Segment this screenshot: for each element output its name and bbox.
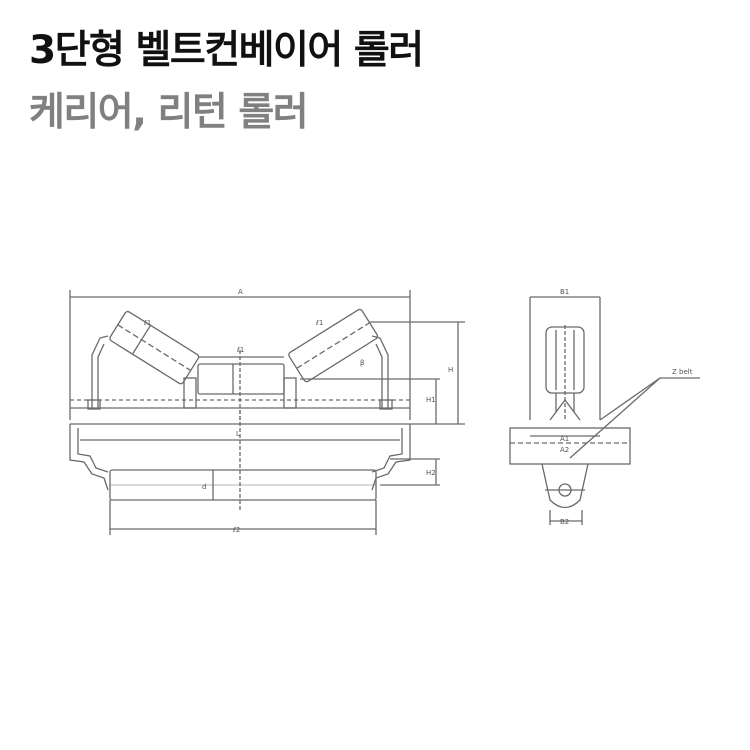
dim-label-l1-center: ℓ1 bbox=[236, 346, 244, 354]
dim-label-a: A bbox=[238, 288, 243, 296]
dim-label-h: H bbox=[448, 366, 453, 374]
page-subtitle: 케리어, 리턴 롤러 bbox=[29, 90, 309, 135]
page-title: 3단형 벨트컨베이어 롤러 bbox=[29, 28, 424, 73]
dim-label-l1-right: ℓ1 bbox=[315, 319, 323, 327]
dim-label-d: d bbox=[202, 483, 206, 491]
dim-label-b2: B2 bbox=[560, 518, 569, 526]
dim-label-l1-left: ℓ1 bbox=[143, 319, 151, 327]
dim-label-h1: H1 bbox=[426, 396, 436, 404]
belt-note-label: Z belt bbox=[672, 368, 693, 376]
roller-side-view bbox=[509, 296, 700, 525]
dim-label-beta: β bbox=[360, 359, 364, 367]
dim-label-l: L bbox=[236, 430, 240, 438]
dim-label-l2: ℓ2 bbox=[232, 526, 240, 534]
dim-label-a2: A2 bbox=[560, 446, 569, 454]
carrier-roller-front-view bbox=[69, 290, 465, 535]
dim-label-b1: B1 bbox=[560, 288, 569, 296]
dim-label-a1: A1 bbox=[560, 435, 569, 443]
dim-label-h2: H2 bbox=[426, 469, 436, 477]
